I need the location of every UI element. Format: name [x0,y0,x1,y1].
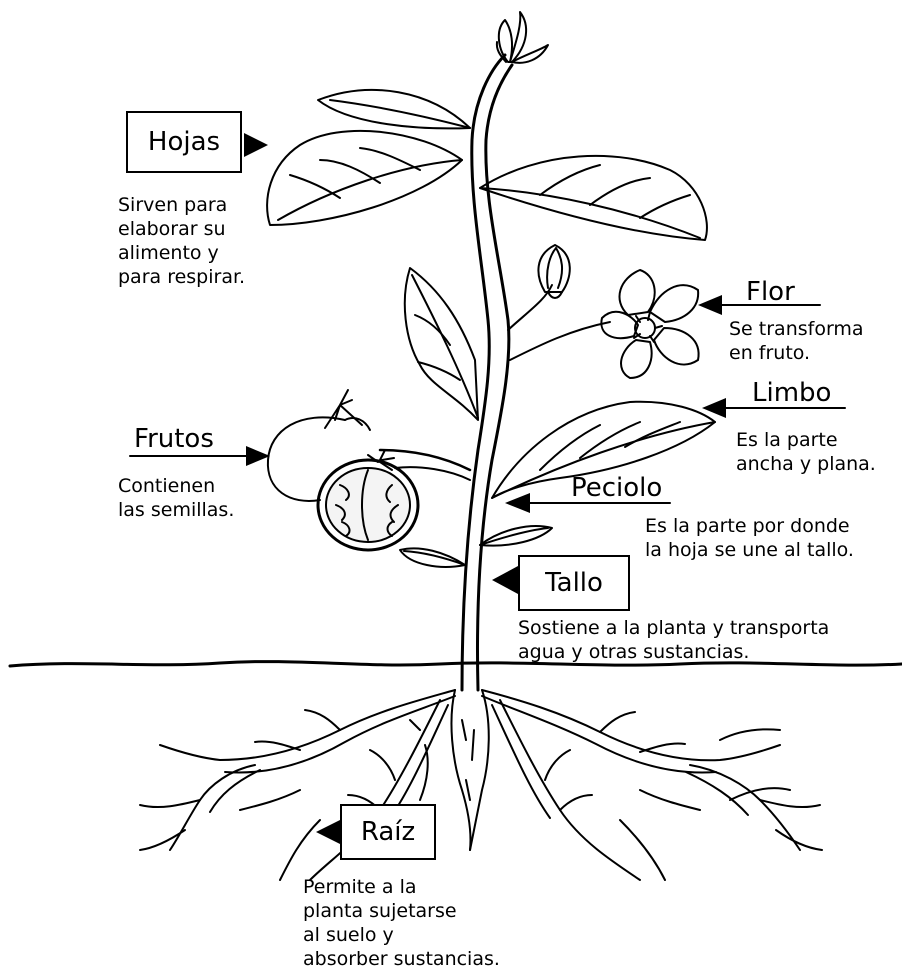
pointer-tallo [492,566,518,594]
flower-bud [508,245,570,330]
pointer-hojas [244,133,268,157]
label-flor-desc: Se transforma en fruto. [729,317,864,365]
flower [510,270,699,378]
label-limbo-desc: Es la parte ancha y plana. [736,428,876,476]
label-tallo: Tallo [518,555,630,611]
leaf-middle-left [405,268,478,420]
label-limbo-title: Limbo [752,379,831,407]
pointer-raiz [316,820,340,844]
label-raiz-desc: Permite a la planta sujetarse al suelo y… [303,875,500,971]
top-bud [497,12,548,63]
label-tallo-title: Tallo [545,568,603,598]
leaf-left-large [267,131,462,225]
roots-right [482,690,822,880]
label-flor-title: Flor [746,278,795,306]
label-raiz: Raíz [340,804,436,860]
label-tallo-desc: Sostiene a la planta y transporta agua y… [518,616,829,664]
leaf-right-large [480,156,707,240]
leaf-upper-left [318,90,470,128]
label-frutos-desc: Contienen las semillas. [118,474,234,522]
label-peciolo-desc: Es la parte por donde la hoja se une al … [645,514,854,562]
leaf-small-right [480,526,552,546]
label-frutos-title: Frutos [134,425,214,453]
taproot [451,690,488,850]
stem [462,55,512,690]
label-hojas: Hojas [126,111,242,173]
label-hojas-desc: Sirven para elaborar su alimento y para … [118,193,245,289]
label-peciolo-title: Peciolo [571,474,662,502]
label-hojas-title: Hojas [148,127,220,157]
label-raiz-title: Raíz [361,817,415,847]
fruit-cut [318,450,418,550]
leaf-small-left [400,548,465,566]
